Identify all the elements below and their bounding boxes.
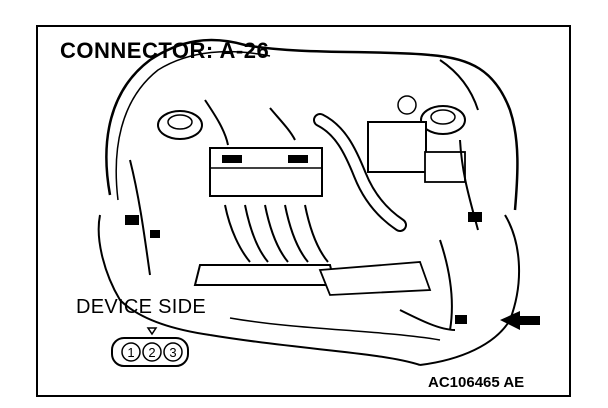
connector-pin-3 xyxy=(163,342,183,362)
left-fender xyxy=(97,214,211,336)
front-bumper xyxy=(209,334,421,366)
arrow-left-icon xyxy=(500,311,540,330)
connector-pin-2 xyxy=(142,342,162,362)
harness-connector-left xyxy=(125,215,139,225)
reservoir-cap xyxy=(397,95,417,115)
hood-outline xyxy=(105,38,519,211)
hood-inner-line xyxy=(115,50,271,201)
fuse-box xyxy=(424,151,466,183)
intake-manifold xyxy=(224,204,329,263)
connector-title: CONNECTOR: A-26 xyxy=(60,38,270,63)
battery-terminal-right xyxy=(288,155,308,163)
right-strut-cap xyxy=(430,109,456,125)
harness-connector-left-2 xyxy=(150,230,160,238)
intake-hose-fill xyxy=(315,115,405,230)
engine-block xyxy=(193,264,337,286)
connector-face: 1 2 3 xyxy=(111,337,189,367)
figure-code: AC106465 AE xyxy=(428,374,525,391)
battery-terminal-left xyxy=(222,155,242,163)
pin-label-1: 1 xyxy=(127,345,134,360)
connector-a26-location xyxy=(455,315,467,324)
radiator-support xyxy=(318,261,432,296)
pin-label-2: 2 xyxy=(148,345,155,360)
outer-border xyxy=(36,25,571,397)
bumper-inner xyxy=(229,317,441,341)
wiring-harness xyxy=(129,59,479,331)
air-cleaner-box xyxy=(367,121,427,173)
right-fender xyxy=(419,214,520,366)
pin-label-3: 3 xyxy=(169,345,176,360)
connector-pin-1 xyxy=(121,342,141,362)
triangle-marker-icon xyxy=(146,327,158,336)
left-strut-cap xyxy=(167,114,193,130)
harness-connector-right xyxy=(468,212,482,222)
device-side-label: DEVICE SIDE xyxy=(76,296,206,318)
